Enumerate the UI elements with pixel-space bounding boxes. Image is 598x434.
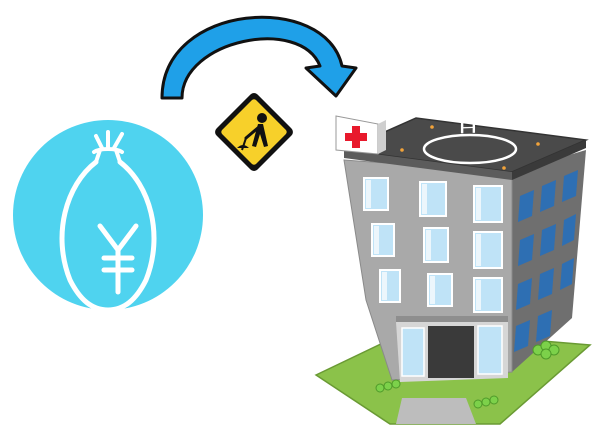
entrance-canopy — [396, 316, 508, 322]
hospital-entrance-door — [428, 326, 474, 378]
hospital-cross-sign — [336, 116, 386, 154]
helipad-letter: H — [459, 120, 477, 138]
hospital-walkway — [396, 398, 476, 424]
